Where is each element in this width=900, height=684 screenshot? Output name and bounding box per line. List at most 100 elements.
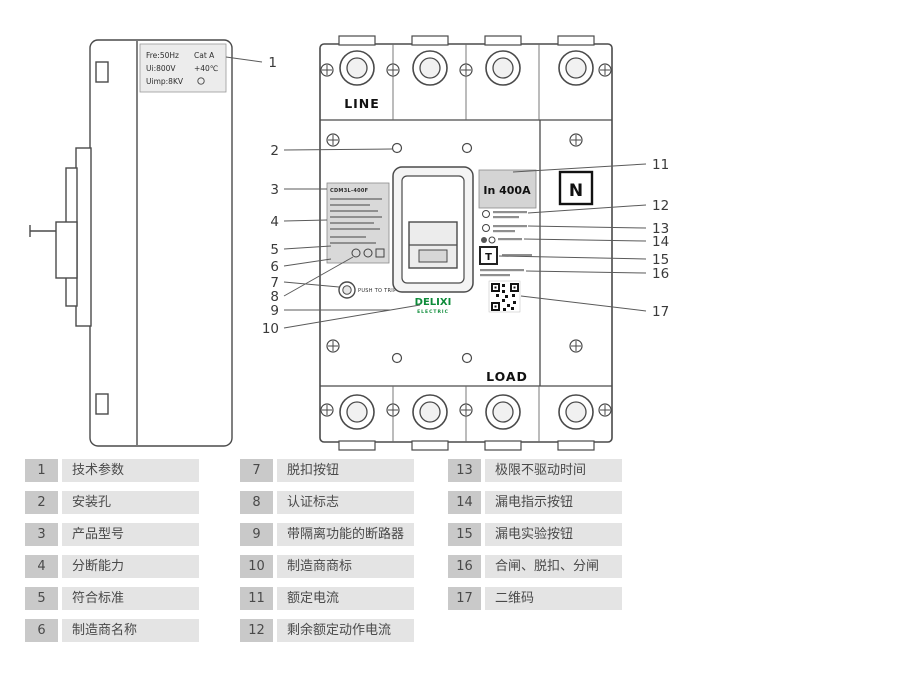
legend-item-number: 12: [240, 619, 273, 642]
legend-item-number: 8: [240, 491, 273, 514]
spec-uimp: Uimp:8KV: [146, 77, 184, 86]
legend-item-number: 1: [25, 459, 58, 482]
legend-item-label: 符合标准: [62, 587, 199, 610]
face-screw-icon: [326, 133, 340, 147]
face-screw-icon: [326, 339, 340, 353]
spec-ui: Ui:800V: [146, 64, 176, 73]
legend-item-label: 分断能力: [62, 555, 199, 578]
legend-item-label: 安装孔: [62, 491, 199, 514]
spec-symbol-icon: [197, 77, 205, 85]
din-clip-top: [95, 61, 109, 83]
legend-item-label: 漏电实验按钮: [485, 523, 622, 546]
line-label: LINE: [344, 96, 380, 111]
legend-item-label: 脱扣按钮: [277, 459, 414, 482]
certification-mark-icon: [375, 248, 385, 258]
legend-item-number: 10: [240, 555, 273, 578]
callout-11: 11: [652, 157, 669, 173]
operating-handle: [392, 166, 474, 293]
face-screw-icon: [569, 339, 583, 353]
label-fine-print: [330, 198, 382, 244]
legend-item-label: 认证标志: [277, 491, 414, 514]
legend-item-label: 极限不驱动时间: [485, 459, 622, 482]
legend-item-label: 制造商名称: [62, 619, 199, 642]
callout-8: 8: [270, 289, 279, 305]
callout-14: 14: [652, 234, 669, 250]
spec-label: Fre:50Hz Cat A Ui:800V +40℃ Uimp:8KV: [139, 43, 227, 93]
leakage-test-button: T: [479, 246, 532, 265]
spec-temp: +40℃: [194, 64, 218, 73]
legend-item-label: 技术参数: [62, 459, 199, 482]
legend-item-label: 制造商商标: [277, 555, 414, 578]
legend-item-number: 13: [448, 459, 481, 482]
brand-name: DELIXI: [415, 297, 452, 308]
bottom-tabs: [338, 440, 595, 451]
trip-button-label: PUSH TO TRIP: [358, 288, 396, 294]
callout-1: 1: [268, 55, 277, 71]
legend-item-label: 漏电指示按钮: [485, 491, 622, 514]
callout-7: 7: [270, 275, 279, 291]
callout-4: 4: [270, 214, 279, 230]
callout-3: 3: [270, 182, 279, 198]
legend-item-label: 合闸、脱扣、分闸: [485, 555, 622, 578]
side-view: [29, 39, 233, 447]
certification-mark-icon: [363, 248, 373, 258]
legend-item-label: 剩余额定动作电流: [277, 619, 414, 642]
callout-16: 16: [652, 266, 669, 282]
legend-item-number: 14: [448, 491, 481, 514]
neutral-label: N: [569, 181, 583, 201]
legend-item-number: 6: [25, 619, 58, 642]
side-mechanism: [75, 147, 92, 327]
callout-13: 13: [652, 221, 669, 237]
certification-mark-icon: [351, 248, 361, 258]
rating-panel: In 400A T: [478, 169, 537, 277]
callout-10: 10: [262, 321, 279, 337]
legend-item-number: 2: [25, 491, 58, 514]
model-text: CDM3L-400F: [330, 188, 368, 194]
legend-item-label: 额定电流: [277, 587, 414, 610]
trip-button: PUSH TO TRIP: [338, 281, 396, 299]
test-button-label: T: [485, 252, 492, 263]
qr-code: [488, 280, 521, 313]
legend-item-number: 11: [240, 587, 273, 610]
callout-numbers: 1 2 3 4 5 6 7 8 9 10 11 12 13 14 15 16 1…: [262, 55, 669, 337]
legend-item-number: 7: [240, 459, 273, 482]
operation-indicator-row: [480, 269, 524, 277]
breaker-diagram: Fre:50Hz Cat A Ui:800V +40℃ Uimp:8KV: [29, 35, 669, 451]
mounting-hole: [461, 142, 473, 154]
rated-current-label: In 400A: [483, 184, 531, 197]
legend-item-number: 15: [448, 523, 481, 546]
legend-item-label: 二维码: [485, 587, 622, 610]
neutral-pole-marker: N: [558, 170, 594, 206]
legend-item-number: 5: [25, 587, 58, 610]
face-screw-icon: [569, 133, 583, 147]
spec-frequency: Fre:50Hz: [146, 51, 179, 60]
legend-item-number: 9: [240, 523, 273, 546]
residual-current-rows: [481, 210, 527, 244]
callout-17: 17: [652, 304, 669, 320]
callout-lines: [225, 56, 647, 329]
callout-9: 9: [270, 303, 279, 319]
product-label: CDM3L-400F: [326, 182, 390, 264]
brand-subname: ELECTRIC: [417, 309, 449, 315]
front-view: LINE LOAD CDM3L-400F: [319, 35, 613, 451]
mounting-hole: [391, 142, 403, 154]
